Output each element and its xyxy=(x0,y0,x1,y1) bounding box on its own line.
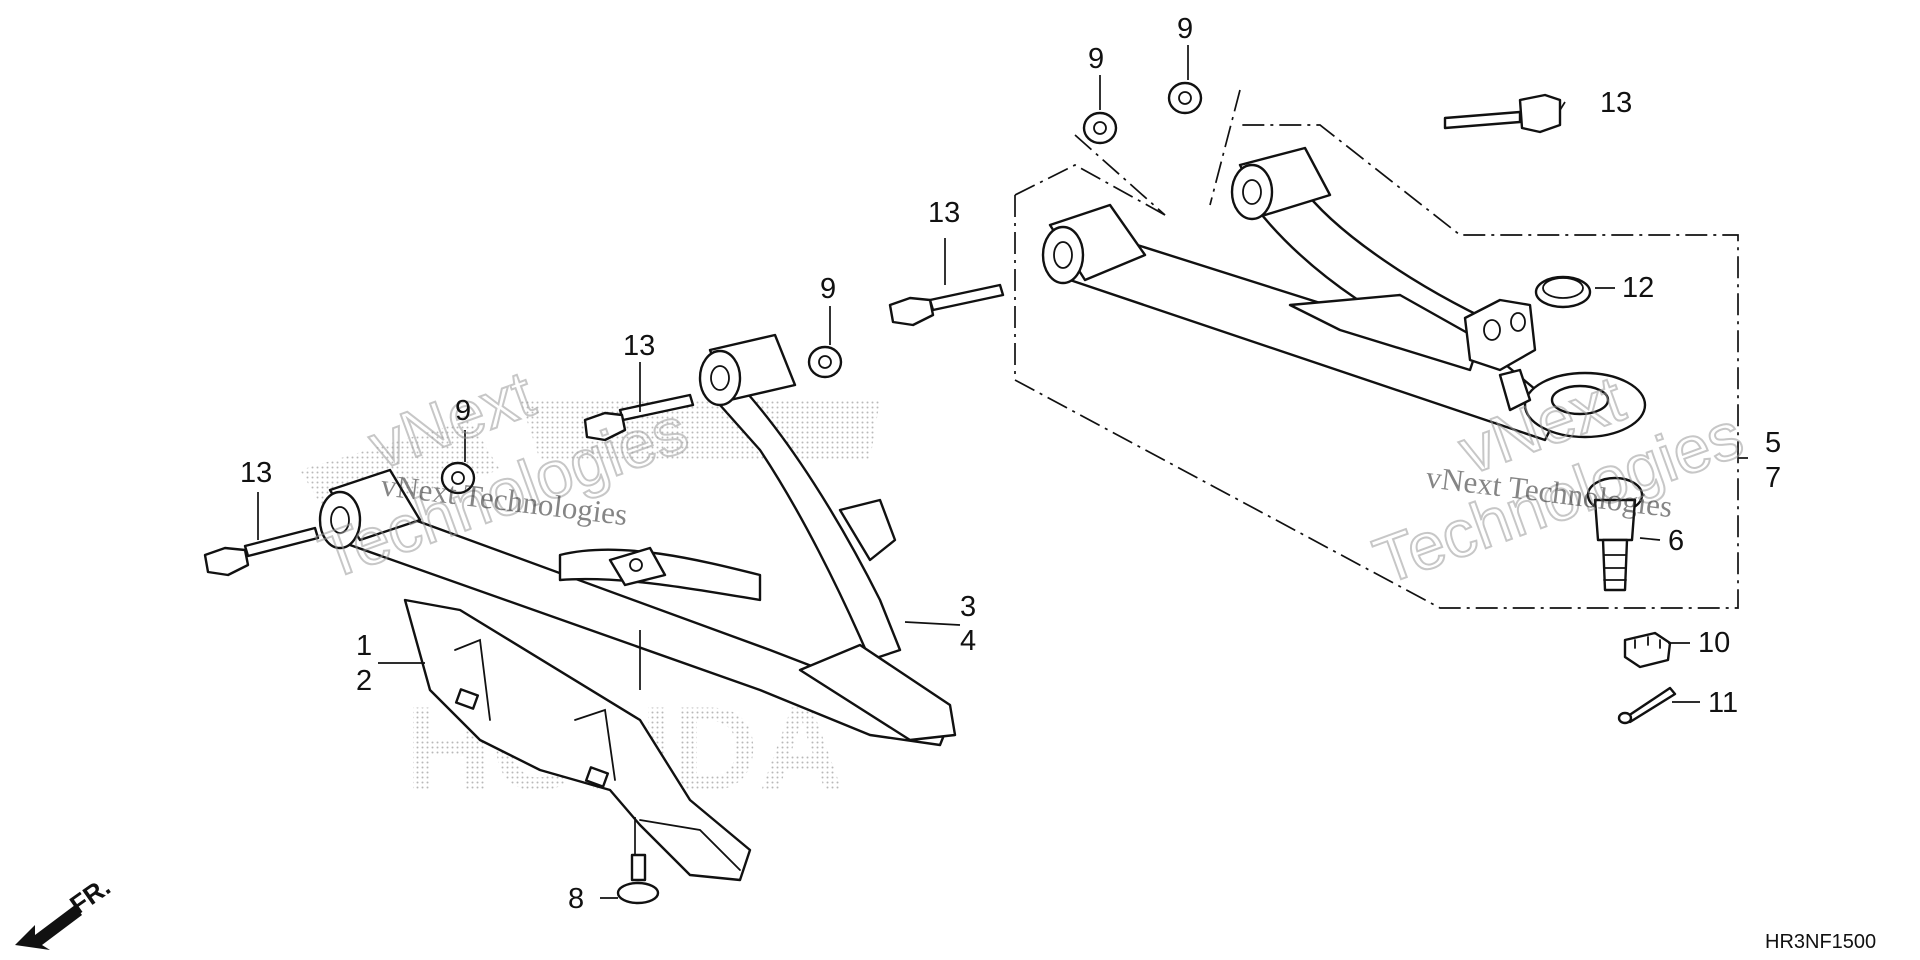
callout-13-a: 13 xyxy=(1600,87,1632,119)
callout-1: 1 xyxy=(356,630,372,662)
callouts: 9 9 13 12 13 9 13 9 13 3 4 1 2 5 7 6 10 … xyxy=(240,13,1781,915)
callout-9-c: 9 xyxy=(820,273,836,305)
nut-9-b xyxy=(1167,81,1203,115)
callout-12: 12 xyxy=(1622,272,1654,304)
callout-10: 10 xyxy=(1698,627,1730,659)
callout-9-d: 9 xyxy=(455,395,471,427)
callout-6: 6 xyxy=(1668,525,1684,557)
flange-bolt xyxy=(616,853,660,905)
diagram-code: HR3NF1500 xyxy=(1765,931,1876,953)
callout-2: 2 xyxy=(356,665,372,697)
cotter-pin xyxy=(1617,686,1677,725)
upper-arm-assembly xyxy=(1041,146,1647,442)
callout-13-b: 13 xyxy=(928,197,960,229)
leader-lines xyxy=(257,45,1748,899)
callout-7: 7 xyxy=(1765,462,1781,494)
callout-13-c: 13 xyxy=(623,330,655,362)
front-direction-indicator: FR. xyxy=(15,871,116,950)
assembly-outline xyxy=(1014,89,1739,609)
callout-5: 5 xyxy=(1765,427,1781,459)
callout-13-d: 13 xyxy=(240,457,272,489)
bolt-rear-upper xyxy=(1443,93,1562,134)
callout-9-a: 9 xyxy=(1088,43,1104,75)
front-arrow-icon xyxy=(15,905,82,950)
ball-joint xyxy=(1586,476,1644,592)
skid-plate xyxy=(403,598,752,882)
circlip xyxy=(1534,275,1592,309)
bolt-rear-lower xyxy=(583,393,695,442)
castle-nut xyxy=(1623,631,1672,669)
bolt-front-upper xyxy=(888,283,1005,327)
callout-8: 8 xyxy=(568,883,584,915)
callout-3: 3 xyxy=(960,591,976,623)
callout-9-b: 9 xyxy=(1177,13,1193,45)
nut-9-d xyxy=(440,461,476,495)
callout-4: 4 xyxy=(960,625,976,657)
nut-9-c xyxy=(807,345,843,379)
callout-11: 11 xyxy=(1708,687,1738,719)
lower-arm-assembly xyxy=(318,333,957,747)
bolt-front-lower xyxy=(203,526,320,577)
nut-9-a xyxy=(1082,111,1118,145)
